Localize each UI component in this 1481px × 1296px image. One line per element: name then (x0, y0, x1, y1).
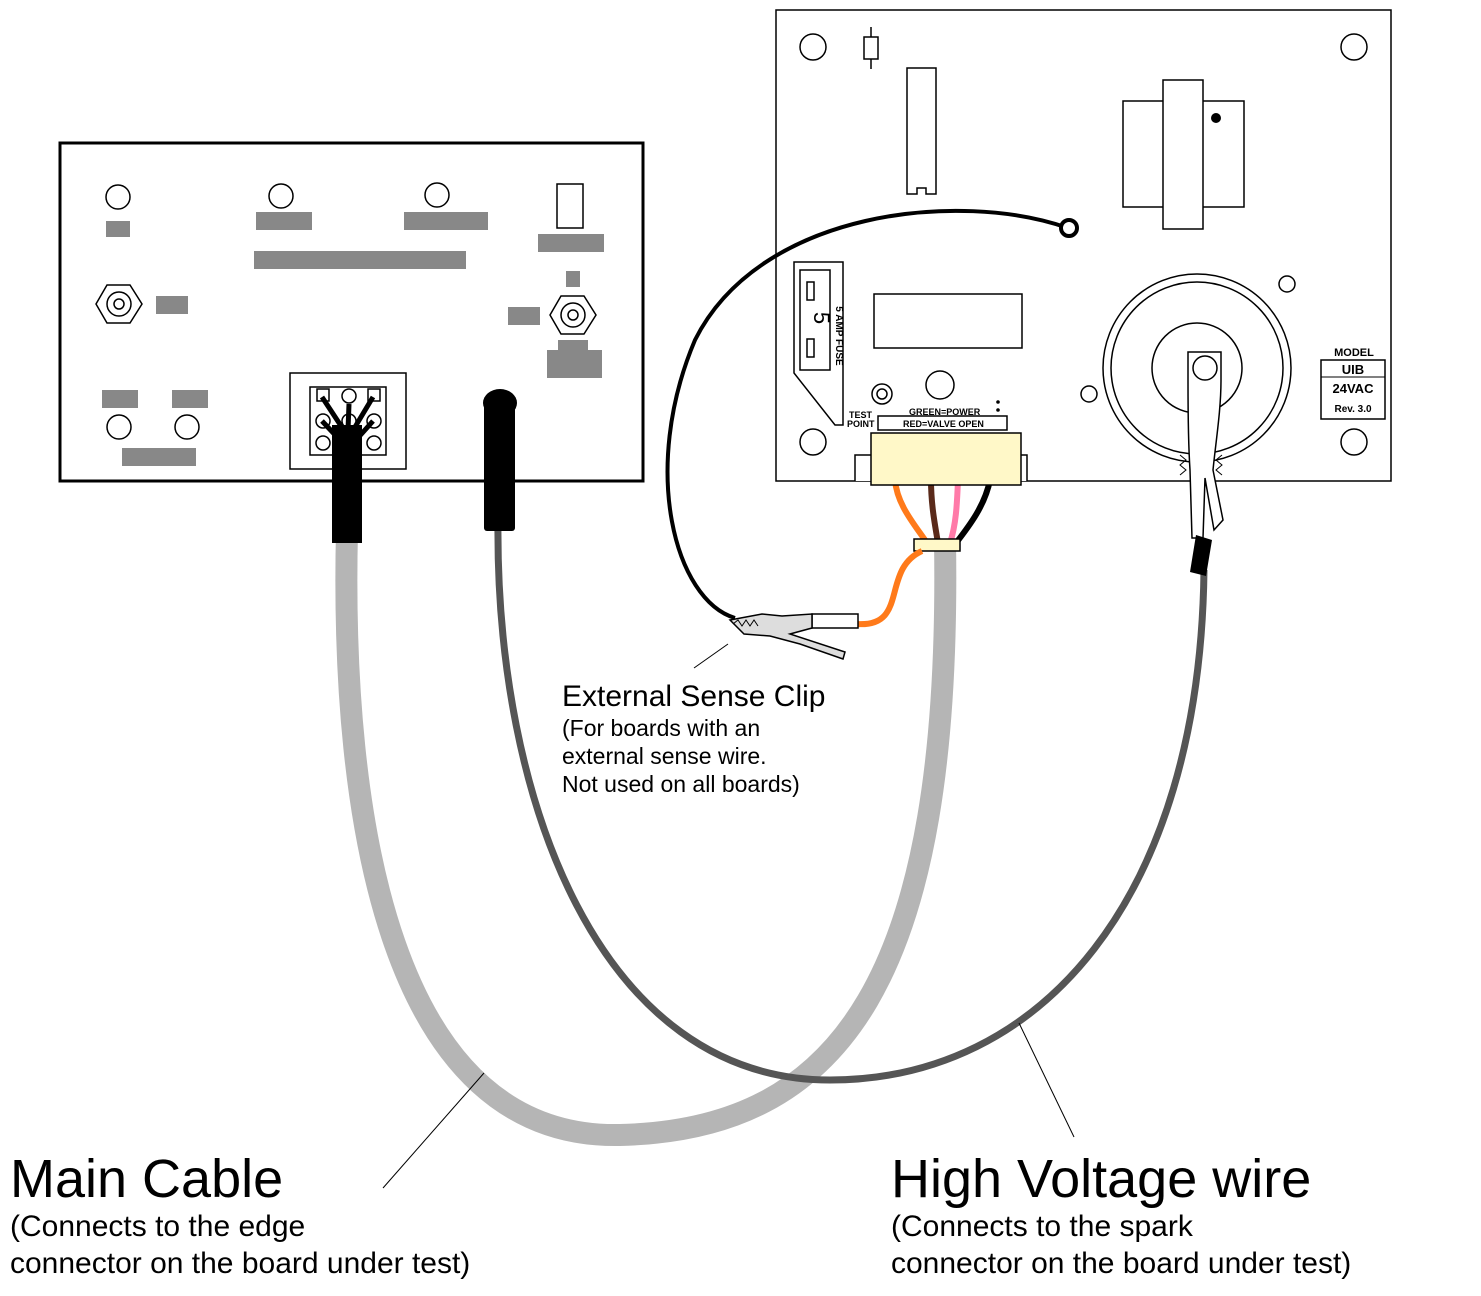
test-point: TEST POINT (847, 383, 893, 429)
sense-clip-title: External Sense Clip (562, 680, 826, 713)
main-cable-desc-1: (Connects to the edge (10, 1210, 306, 1243)
led-green-label: GREEN=POWER (909, 407, 981, 417)
sense-clip-callout: External Sense Clip (For boards with an … (562, 680, 825, 798)
hex-nut-icon (95, 284, 143, 324)
model-label: MODEL UIB 24VAC Rev. 3.0 (1320, 347, 1386, 420)
board-connector (870, 432, 1022, 486)
fuse-holder: 5 5 AMP FUSE (793, 261, 844, 426)
board-under-test: 5 5 AMP FUSE TEST POINT GREEN=POWER RED=… (775, 9, 1392, 482)
leader-line-high-voltage (1018, 1022, 1075, 1138)
led-legend: GREEN=POWER RED=VALVE OPEN (877, 400, 1008, 431)
test-point-label-2: POINT (847, 419, 875, 429)
led-red-label: RED=VALVE OPEN (903, 419, 984, 429)
leader-line-main-cable (382, 1072, 485, 1189)
wire-harness (855, 479, 993, 628)
high-voltage-desc-2: connector on the board under test) (891, 1247, 1352, 1280)
main-cable (335, 529, 957, 1147)
tester-board (58, 141, 645, 483)
fuse-value: 5 (809, 312, 834, 324)
high-voltage-callout: High Voltage wire (Connects to the spark… (891, 1150, 1351, 1282)
leader-line-sense-clip (693, 643, 729, 669)
model-name: UIB (1342, 362, 1364, 377)
external-sense-clip-icon (728, 613, 859, 660)
main-cable-callout: Main Cable (Connects to the edge connect… (10, 1150, 470, 1282)
main-cable-plug (332, 425, 362, 543)
high-voltage-plug (483, 389, 517, 531)
sense-clip-desc-1: (For boards with an (562, 715, 761, 741)
main-cable-title: Main Cable (10, 1149, 284, 1209)
fuse-label: 5 AMP FUSE (833, 306, 844, 366)
high-voltage-desc-1: (Connects to the spark (891, 1210, 1193, 1243)
hex-nut-icon (549, 295, 597, 335)
main-cable-desc-2: connector on the board under test) (10, 1247, 471, 1280)
sense-clip-desc-3: Not used on all boards) (562, 771, 800, 797)
model-voltage: 24VAC (1333, 381, 1375, 396)
sense-wire (665, 208, 1069, 620)
high-voltage-title: High Voltage wire (891, 1149, 1312, 1209)
high-voltage-wire (494, 519, 1208, 1084)
wire-ferrule (913, 538, 961, 552)
sense-clip-desc-2: external sense wire. (562, 743, 767, 769)
spark-clip-icon (1179, 351, 1224, 576)
model-title: MODEL (1334, 347, 1374, 359)
test-point-label-1: TEST (849, 410, 873, 420)
model-rev: Rev. 3.0 (1334, 404, 1371, 415)
